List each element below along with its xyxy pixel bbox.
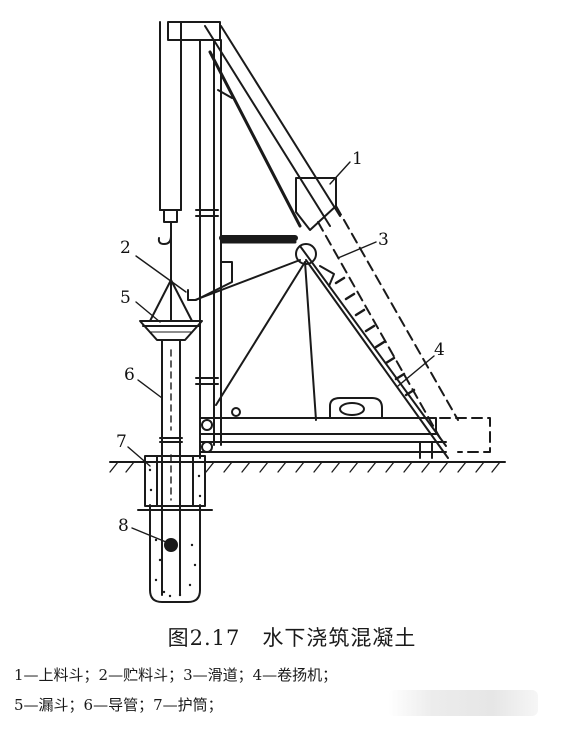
callout-3: 3 — [378, 230, 389, 250]
casing — [144, 455, 206, 507]
triangle-frame — [215, 243, 449, 459]
legend-line-2: 5—漏斗；6—导管；7—护筒； — [14, 696, 223, 714]
callout-6: 6 — [124, 365, 135, 385]
callout-4: 4 — [434, 340, 445, 360]
tie-bar — [219, 235, 298, 244]
callout-5: 5 — [120, 288, 131, 308]
ground — [109, 461, 506, 473]
callout-8: 8 — [118, 516, 129, 536]
leader-lines — [127, 161, 435, 543]
figure-caption-title: 图2.17 水下浇筑混凝土 — [167, 626, 417, 650]
blurred-region — [388, 690, 538, 716]
tremie-pipe — [159, 339, 183, 596]
base-frame — [199, 417, 447, 459]
underwater-concreting-diagram — [109, 21, 506, 603]
rope-and-hook — [149, 21, 193, 322]
winch — [231, 397, 383, 419]
upper-hopper — [295, 177, 337, 231]
callout-2: 2 — [120, 238, 131, 258]
storage-hopper — [187, 259, 301, 301]
slideway — [317, 205, 491, 453]
back-brace — [204, 25, 341, 228]
hopper — [139, 320, 203, 341]
bore-hole — [137, 504, 213, 603]
mast — [167, 21, 222, 453]
rail-rungs — [334, 276, 416, 397]
callout-1: 1 — [352, 149, 363, 169]
legend-line-1: 1—上料斗；2—贮料斗；3—滑道；4—卷扬机； — [14, 666, 338, 684]
callout-7: 7 — [116, 432, 127, 452]
